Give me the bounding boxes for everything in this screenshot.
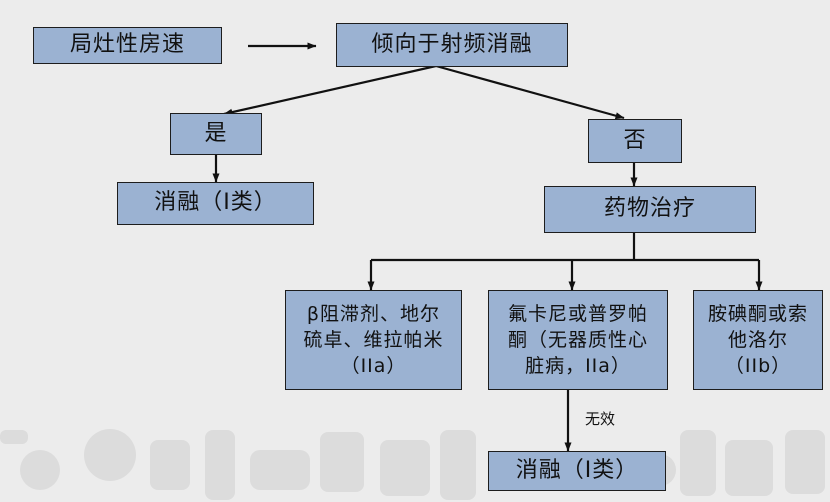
node-prefer-ablation: 倾向于射频消融 bbox=[336, 23, 568, 67]
node-no: 否 bbox=[588, 119, 682, 163]
node-ablation-class-1-bottom: 消融（I类） bbox=[488, 451, 666, 491]
edge-label-ineffective: 无效 bbox=[585, 410, 616, 428]
node-option-beta-blocker: β阻滞剂、地尔硫卓、维拉帕米（IIa） bbox=[285, 290, 462, 390]
arrow-n2-no bbox=[435, 64, 625, 120]
node-option-amiodarone: 胺碘酮或索他洛尔（IIb） bbox=[693, 290, 823, 390]
node-yes: 是 bbox=[170, 113, 262, 155]
node-ablation-class-1-top: 消融（I类） bbox=[117, 182, 314, 225]
arrow-n2-yes bbox=[223, 64, 437, 116]
node-focal-atrial-tachycardia: 局灶性房速 bbox=[33, 27, 222, 64]
node-option-flecainide: 氟卡尼或普罗帕酮（无器质性心脏病，IIa） bbox=[488, 290, 668, 390]
node-drug-therapy: 药物治疗 bbox=[544, 186, 756, 233]
